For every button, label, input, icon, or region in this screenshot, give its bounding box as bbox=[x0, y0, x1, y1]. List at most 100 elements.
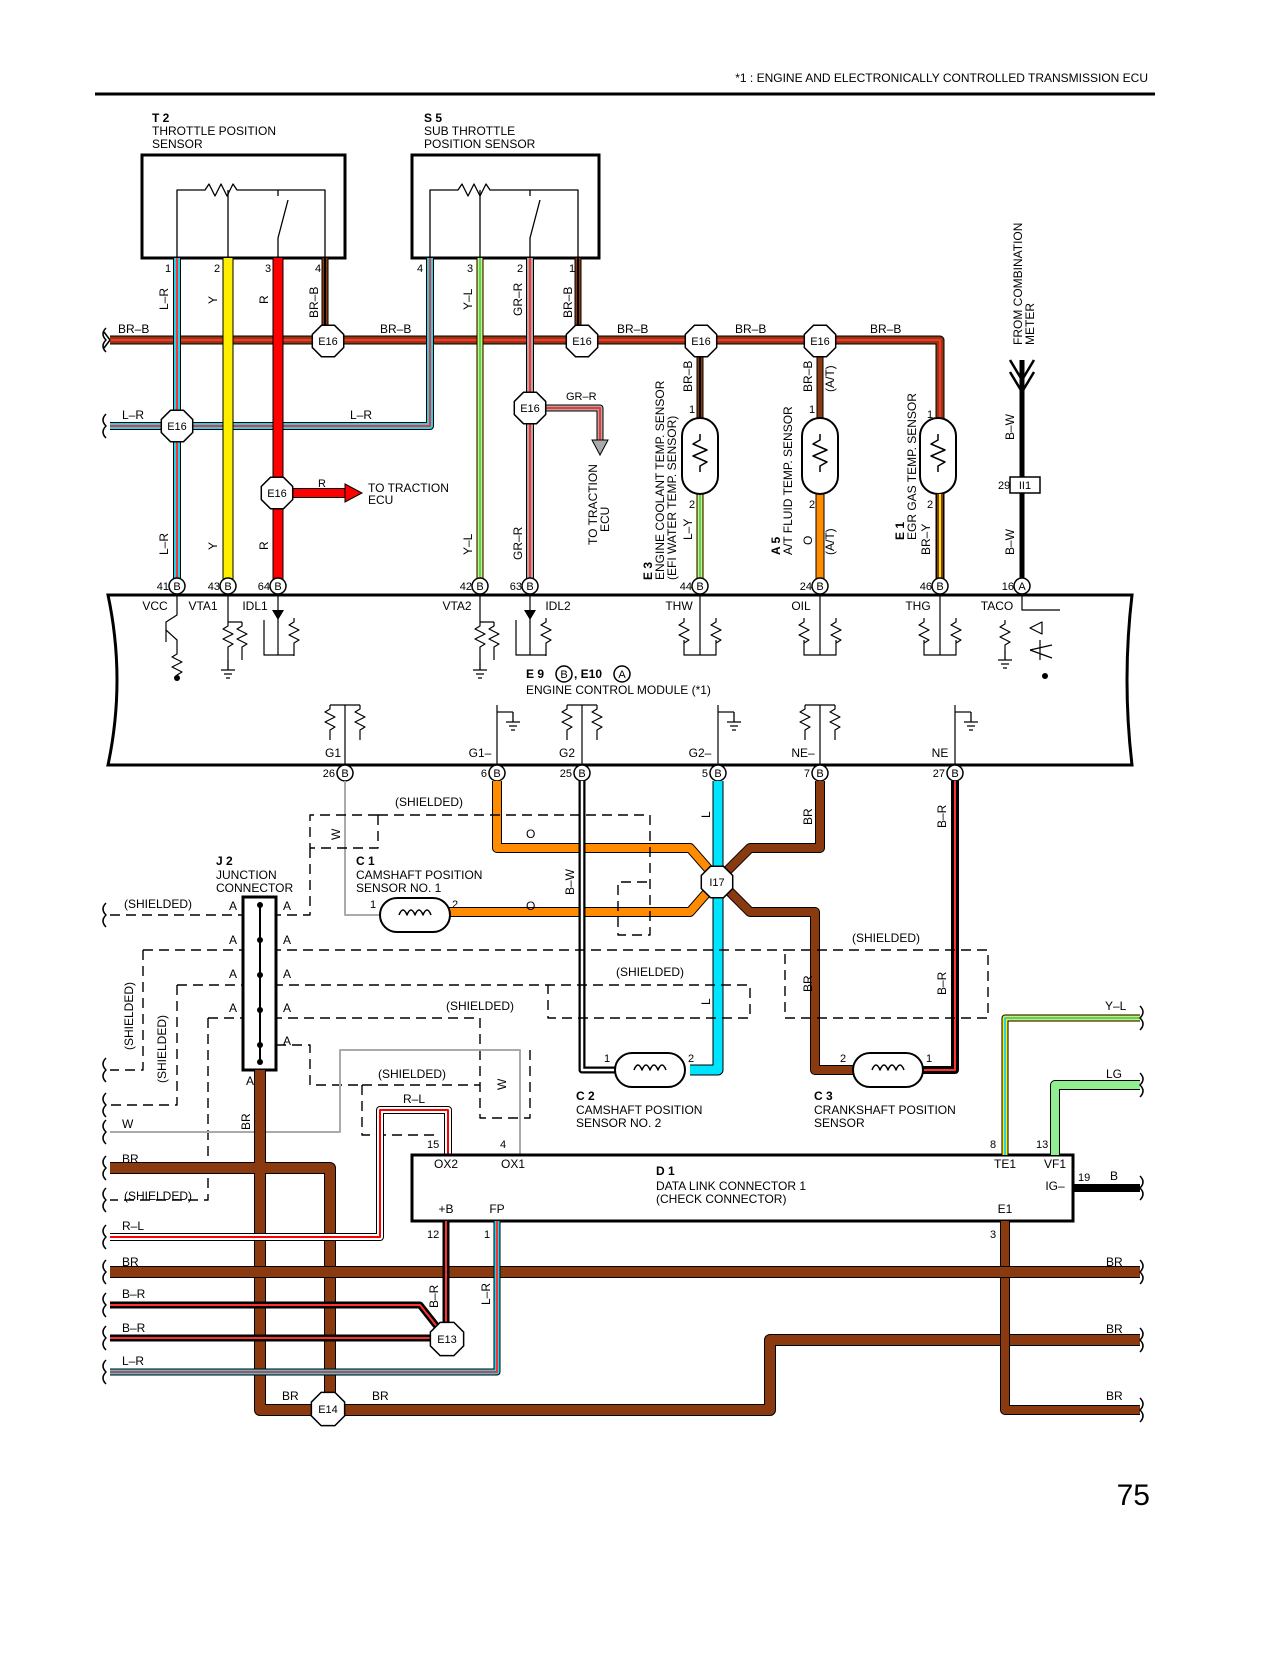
label: (CHECK CONNECTOR) bbox=[656, 1192, 786, 1206]
combination-meter-label: METER bbox=[1023, 303, 1037, 345]
splice-e16 bbox=[160, 409, 194, 443]
resistor-icon bbox=[799, 705, 811, 740]
wire-break-icon bbox=[102, 1092, 107, 1118]
s5-name: POSITION SENSOR bbox=[424, 137, 536, 151]
splice-label: E16 bbox=[318, 336, 338, 348]
label: SENSOR bbox=[814, 1116, 865, 1130]
label: L–R bbox=[122, 1354, 144, 1368]
sub-throttle-sensor-box bbox=[410, 153, 601, 260]
wire-break-icon bbox=[102, 1057, 107, 1083]
pin-number: 5 bbox=[702, 768, 708, 780]
wire bbox=[110, 258, 431, 427]
label: BR–B bbox=[561, 287, 575, 318]
label: B–R bbox=[935, 804, 949, 828]
label: II1 bbox=[1019, 480, 1031, 492]
splice-e16 bbox=[565, 324, 599, 358]
pin-number: 2 bbox=[214, 263, 220, 275]
label: B–R bbox=[122, 1321, 146, 1335]
ecm-terminal-label: OIL bbox=[791, 599, 811, 613]
resistor-icon bbox=[678, 618, 690, 644]
dlc-terminal-label: OX2 bbox=[434, 1157, 458, 1171]
shield-line bbox=[110, 985, 178, 1106]
connector-letter: B bbox=[526, 581, 533, 593]
resistor-icon bbox=[288, 618, 300, 656]
wire bbox=[918, 781, 956, 1071]
junction-pin-letter: A bbox=[283, 1001, 291, 1015]
label: O bbox=[526, 899, 535, 913]
label: EGR GAS TEMP. SENSOR bbox=[905, 393, 919, 540]
label: BR–B bbox=[735, 322, 766, 336]
junction-pin-letter: A bbox=[283, 967, 291, 981]
pin-number: 25 bbox=[560, 768, 572, 780]
wire-break-icon bbox=[102, 1325, 107, 1351]
label: B–R bbox=[427, 1284, 441, 1308]
pin-number: 3 bbox=[467, 263, 473, 275]
label: C 1 bbox=[356, 854, 375, 868]
connector-letter: A bbox=[618, 669, 626, 681]
label: BR bbox=[1106, 1389, 1123, 1403]
wire bbox=[713, 781, 853, 1075]
switch-icon bbox=[277, 190, 289, 258]
label: L–R bbox=[350, 408, 372, 422]
splice-label: E16 bbox=[267, 488, 287, 500]
label: (EFI WATER TEMP. SENSOR) bbox=[665, 416, 679, 580]
label: BR–B bbox=[801, 361, 815, 392]
wire bbox=[578, 781, 615, 1074]
label: (SHIELDED) bbox=[124, 1189, 192, 1203]
label: CONNECTOR bbox=[216, 881, 293, 895]
ground-icon bbox=[473, 660, 487, 679]
label: O bbox=[526, 827, 535, 841]
traction-label: TO TRACTION bbox=[586, 464, 600, 545]
splice-e16 bbox=[684, 324, 718, 358]
resistor-icon bbox=[918, 618, 930, 644]
ground-icon bbox=[506, 712, 520, 731]
label: 3 bbox=[990, 1229, 996, 1241]
dlc-terminal-label: E1 bbox=[998, 1202, 1013, 1216]
ecm-name: ENGINE CONTROL MODULE (*1) bbox=[526, 683, 711, 697]
throttle-position-sensor-box bbox=[140, 153, 347, 260]
wire bbox=[110, 1109, 449, 1238]
label: R bbox=[257, 541, 271, 550]
pin-number: 44 bbox=[680, 581, 692, 593]
wire-break-icon bbox=[102, 1359, 107, 1385]
shield-line bbox=[378, 814, 651, 936]
label: 4 bbox=[500, 1139, 506, 1151]
label: BR–B bbox=[681, 361, 695, 392]
wire bbox=[1004, 1017, 1140, 1155]
transistor-icon bbox=[1029, 640, 1053, 660]
pin-number: 4 bbox=[417, 263, 423, 275]
splice-label: I17 bbox=[709, 877, 724, 889]
shield-line bbox=[275, 848, 311, 916]
pin-number: 3 bbox=[265, 263, 271, 275]
label: 1 bbox=[927, 409, 933, 421]
ecm-terminal-label: IDL2 bbox=[545, 599, 571, 613]
connector-letter: B bbox=[476, 581, 483, 593]
wire bbox=[330, 1335, 1140, 1415]
label: 1 bbox=[604, 1053, 610, 1065]
resistor-icon bbox=[561, 705, 573, 740]
shield-line bbox=[361, 1084, 480, 1136]
resistor-icon bbox=[798, 618, 810, 644]
resistor-icon bbox=[710, 618, 722, 644]
pin-number: 46 bbox=[920, 581, 932, 593]
connector-marker bbox=[555, 665, 573, 683]
label: (SHIELDED) bbox=[852, 931, 920, 945]
label: CAMSHAFT POSITION bbox=[356, 868, 482, 882]
label: DATA LINK CONNECTOR 1 bbox=[656, 1179, 806, 1193]
label: A 5 bbox=[769, 536, 783, 555]
label: L bbox=[699, 998, 713, 1005]
junction-pin-letter: A bbox=[283, 933, 291, 947]
label: 13 bbox=[1036, 1139, 1048, 1151]
dlc-terminal-label: IG– bbox=[1045, 1179, 1065, 1193]
junction-pin-letter: A bbox=[229, 933, 237, 947]
wire-break-icon bbox=[102, 327, 107, 353]
label: JUNCTION bbox=[216, 868, 277, 882]
shield-line bbox=[110, 1018, 209, 1201]
coil-winding-icon bbox=[871, 1064, 905, 1071]
connector-letter: A bbox=[1018, 581, 1026, 593]
label: Y bbox=[206, 542, 220, 550]
label: B bbox=[1110, 1169, 1118, 1183]
ecm-terminal-label: NE bbox=[932, 746, 949, 760]
label: (SHIELDED) bbox=[122, 982, 136, 1050]
pin-number: 4 bbox=[315, 263, 321, 275]
